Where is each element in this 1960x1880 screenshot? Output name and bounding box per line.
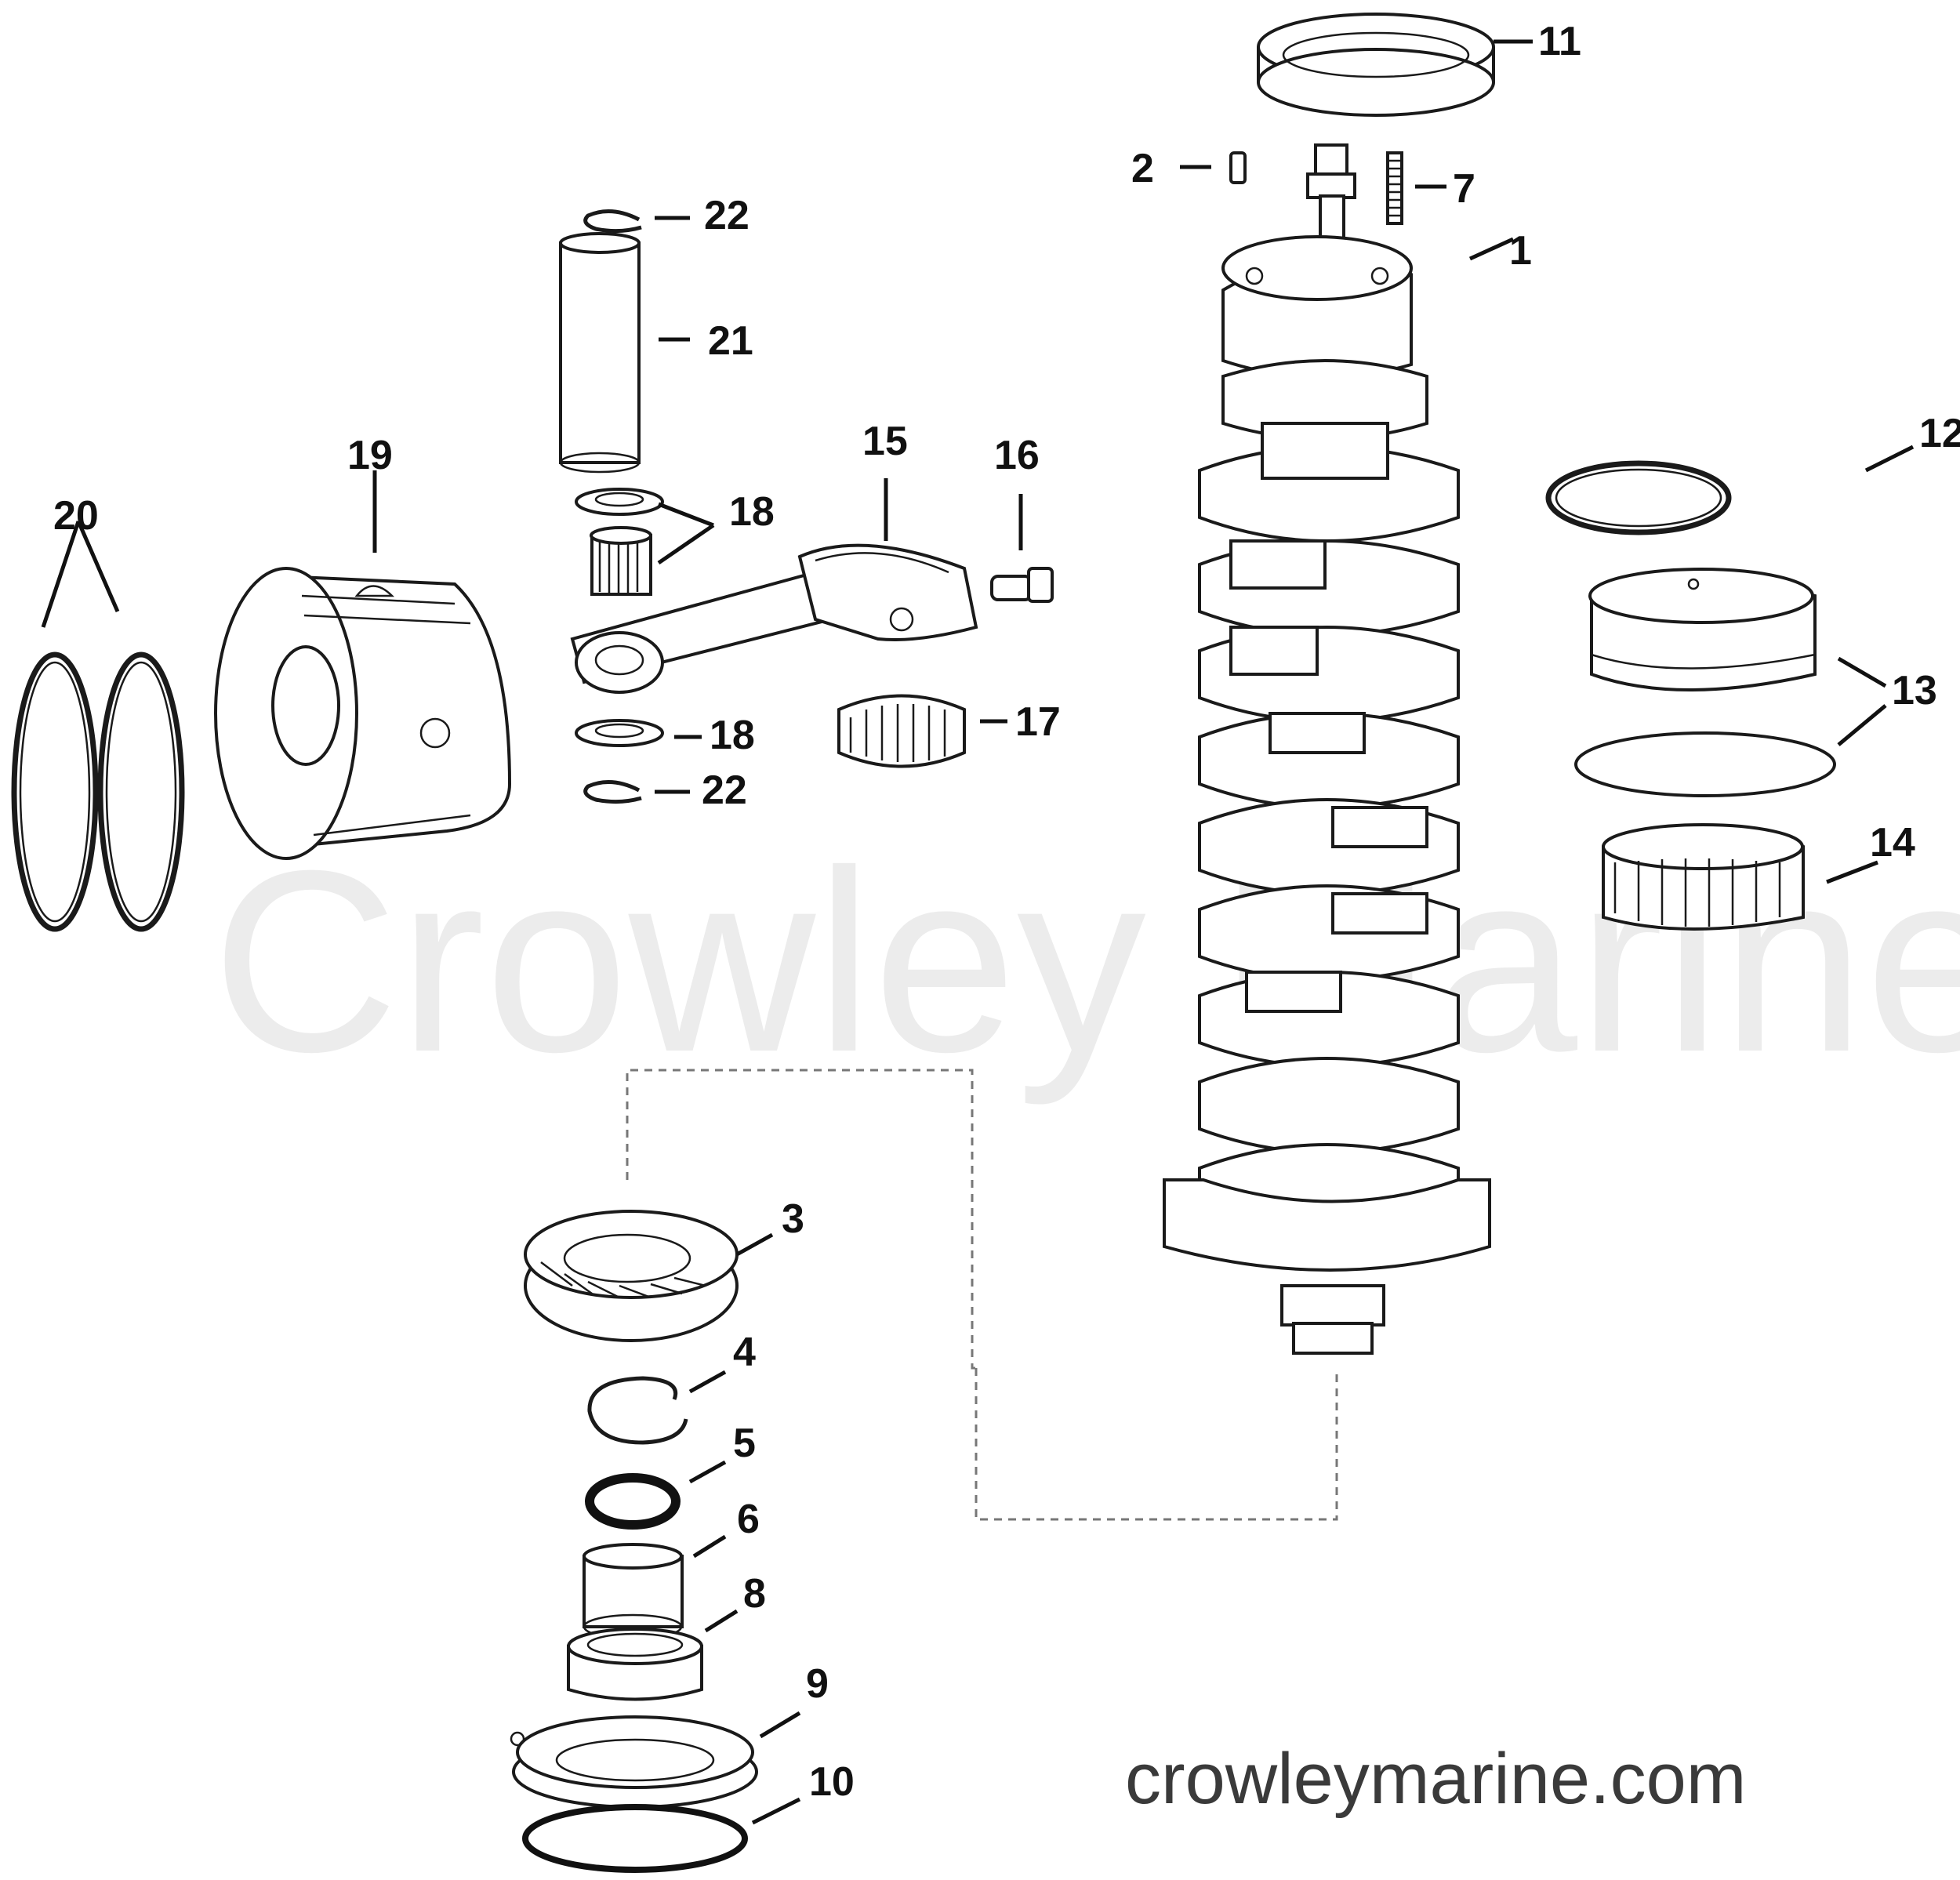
callout-labels: 1 2 3 4 5 6 7 8 9 10 11 12 13 14 15 16 1… bbox=[53, 19, 1960, 1805]
o-ring-10 bbox=[522, 1804, 748, 1873]
callout-11: 11 bbox=[1538, 19, 1581, 64]
callout-17: 17 bbox=[1015, 699, 1061, 745]
oil-seal bbox=[1257, 13, 1495, 117]
o-ring-5 bbox=[585, 1473, 681, 1530]
website-url: crowleymarine.com bbox=[1125, 1739, 1746, 1819]
callout-3: 3 bbox=[782, 1196, 804, 1242]
callout-4: 4 bbox=[733, 1330, 756, 1375]
callout-21: 21 bbox=[708, 318, 753, 364]
leader-lines bbox=[41, 39, 1915, 1825]
piston bbox=[214, 567, 512, 860]
callout-7: 7 bbox=[1453, 166, 1475, 212]
callout-6: 6 bbox=[737, 1497, 760, 1542]
wrist-pin-clip-top bbox=[583, 209, 642, 234]
sleeve bbox=[583, 1543, 684, 1640]
thrust-washer-top bbox=[575, 488, 664, 516]
bearing-race bbox=[1588, 568, 1817, 691]
callout-19: 19 bbox=[347, 433, 393, 478]
callout-12: 12 bbox=[1919, 411, 1960, 456]
seal-retainer bbox=[510, 1715, 758, 1809]
callout-10: 10 bbox=[809, 1759, 855, 1805]
callout-16: 16 bbox=[994, 433, 1040, 478]
callout-20: 20 bbox=[53, 493, 99, 539]
callout-2: 2 bbox=[1131, 146, 1154, 191]
thrust-washer-bottom bbox=[575, 719, 664, 747]
connecting-rod bbox=[570, 543, 978, 694]
callout-1: 1 bbox=[1509, 228, 1532, 274]
callout-18-bottom: 18 bbox=[710, 713, 755, 758]
crankshaft bbox=[1163, 143, 1491, 1355]
wrist-pin bbox=[559, 232, 641, 474]
rod-bolt bbox=[990, 567, 1054, 603]
callout-5: 5 bbox=[733, 1421, 756, 1466]
callout-9: 9 bbox=[806, 1661, 829, 1707]
piston-rings bbox=[11, 651, 185, 932]
ball-bearing bbox=[524, 1210, 739, 1342]
wrist-pin-clip-bottom bbox=[583, 780, 642, 804]
lower-seal bbox=[567, 1628, 703, 1701]
needle-bearing-wrist bbox=[590, 526, 652, 596]
callout-14: 14 bbox=[1870, 820, 1915, 866]
callout-13: 13 bbox=[1892, 668, 1937, 713]
dowel-pin bbox=[1229, 151, 1247, 184]
retaining-ring bbox=[1545, 460, 1732, 535]
roller-bearing bbox=[1602, 823, 1805, 931]
assembly-guide-line bbox=[626, 1069, 1338, 1521]
callout-18-top: 18 bbox=[729, 489, 775, 535]
callout-22-top: 22 bbox=[704, 193, 750, 238]
stud bbox=[1386, 151, 1403, 225]
callout-22-bottom: 22 bbox=[702, 768, 747, 813]
o-ring-13 bbox=[1574, 731, 1836, 797]
callout-8: 8 bbox=[743, 1571, 766, 1617]
caged-needle-bearing bbox=[837, 694, 966, 768]
callout-15: 15 bbox=[862, 419, 908, 464]
snap-ring bbox=[587, 1376, 688, 1445]
